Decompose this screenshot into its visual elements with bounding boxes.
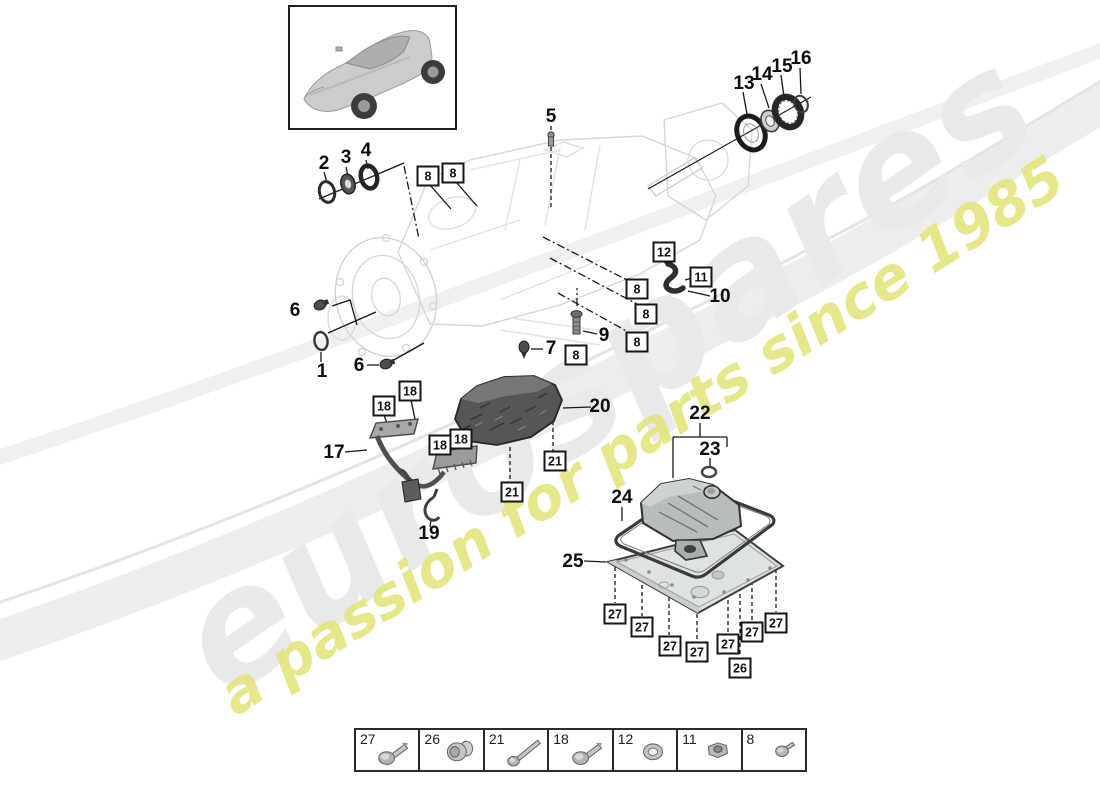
seal-ring-4	[358, 163, 380, 191]
legend-cell-26: 26	[418, 730, 482, 770]
bolt-9	[570, 310, 583, 335]
legend-number: 12	[617, 731, 634, 747]
vehicle-image	[303, 30, 445, 119]
legend-number: 26	[424, 731, 440, 747]
seal-ring-2	[317, 180, 337, 204]
legend-cell-21: 21	[482, 730, 547, 770]
fastener-legend: 27 26 21 18 12 11 8	[354, 728, 807, 772]
o-ring-1	[313, 330, 329, 352]
legend-number: 11	[682, 731, 697, 747]
legend-number: 18	[553, 731, 569, 747]
legend-number: 27	[360, 731, 376, 747]
vehicle-thumbnail-box	[288, 5, 457, 130]
sensor-6-lower	[379, 358, 396, 370]
transmission-case-sketch	[327, 102, 753, 358]
pan-head-screw-icon	[568, 735, 610, 769]
long-bolt-icon	[503, 735, 545, 769]
sensor-7	[518, 340, 530, 359]
legend-cell-8: 8	[740, 730, 805, 770]
legend-cell-11: 11	[676, 730, 740, 770]
oil-filter	[639, 477, 743, 561]
valve-body	[454, 375, 563, 446]
filter-o-ring-23	[700, 465, 718, 479]
legend-number: 21	[488, 731, 505, 747]
bolt-5	[547, 131, 555, 147]
lever-10	[663, 261, 686, 294]
leader-lines	[318, 67, 812, 657]
sensor-6-upper	[313, 299, 330, 311]
bearing-3	[340, 173, 356, 195]
wiring-harness	[368, 418, 478, 522]
seal-ring-icon	[632, 735, 674, 769]
hex-nut-icon	[697, 735, 739, 769]
legend-cell-27: 27	[356, 730, 418, 770]
plug-icon	[439, 735, 481, 769]
legend-cell-18: 18	[547, 730, 611, 770]
legend-number: 8	[746, 731, 755, 747]
snap-ring-16	[793, 94, 809, 114]
legend-cell-12: 12	[611, 730, 676, 770]
pan-head-screw-icon	[374, 735, 416, 769]
washer-screw-icon	[761, 735, 803, 769]
